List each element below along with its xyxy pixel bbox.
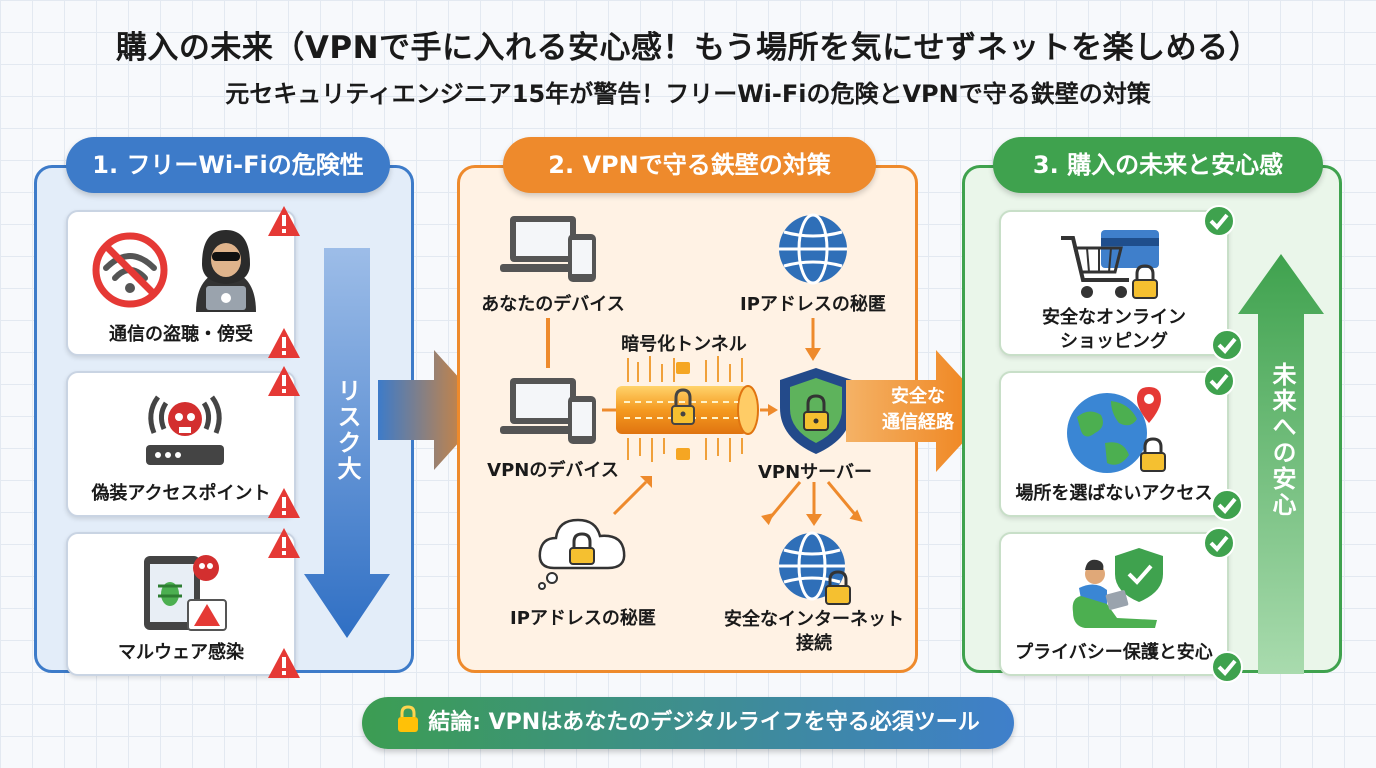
future-label: 未来への安心 — [1268, 362, 1296, 518]
card-label: 偽装アクセスポイント — [91, 483, 271, 504]
card-safe-shopping: 安全なオンライン ショッピング — [999, 210, 1229, 356]
warning-icon — [268, 488, 300, 518]
warning-icon — [268, 528, 300, 558]
globe-icon — [779, 213, 847, 285]
your-device-label: あなたのデバイス — [481, 294, 625, 315]
warning-icon — [268, 206, 300, 236]
globe-lock-icon — [779, 531, 851, 605]
danger-heading: 1. フリーWi-Fiの危険性 — [66, 137, 390, 193]
tunnel-label: 暗号化トンネル — [621, 334, 747, 355]
transition-arrow-2 — [846, 350, 992, 472]
risk-label: リスク大 — [333, 378, 361, 482]
branch-arrows — [761, 481, 863, 526]
card-label: 通信の盗聴・傍受 — [109, 324, 253, 345]
vpn-device-label: VPNのデバイス — [487, 460, 619, 481]
infected-tablet-icon — [144, 555, 227, 631]
no-wifi-icon — [92, 232, 168, 308]
page-title: 購入の未来（VPNで手に入れる安心感！もう場所を気にせずネットを楽しめる） — [115, 30, 1261, 66]
globe-pin-icon — [1067, 387, 1166, 473]
router-skull-icon — [146, 395, 224, 465]
card-eavesdropping: 通信の盗聴・傍受 — [66, 210, 296, 356]
warning-icon — [268, 648, 300, 678]
check-icon — [1203, 205, 1235, 237]
person-shield-icon — [1072, 548, 1163, 628]
vpn-heading: 2. VPNで守る鉄壁の対策 — [503, 137, 876, 193]
safe-route-label: 安全な 通信経路 — [882, 386, 954, 433]
check-icon — [1203, 365, 1235, 397]
padlock-icon — [671, 388, 695, 425]
ip-hidden-bottom-label: IPアドレスの秘匿 — [510, 608, 656, 629]
card-privacy: プライバシー保護と安心 — [999, 532, 1229, 676]
laptop-phone-icon — [500, 216, 596, 282]
check-icon — [1211, 651, 1243, 683]
check-icon — [1211, 489, 1243, 521]
vpn-shield-icon — [780, 368, 852, 454]
check-icon — [1211, 329, 1243, 361]
card-malware: マルウェア感染 — [66, 532, 296, 676]
card-access-anywhere: 場所を選ばないアクセス — [999, 371, 1229, 517]
ip-hidden-top-label: IPアドレスの秘匿 — [740, 294, 886, 315]
hacker-icon — [196, 230, 256, 312]
conclusion-banner: 結論: VPNはあなたのデジタルライフを守る必須ツール — [362, 697, 1014, 749]
future-heading: 3. 購入の未来と安心感 — [993, 137, 1323, 193]
card-label: プライバシー保護と安心 — [1015, 642, 1213, 663]
safe-internet-label: 安全なインターネット 接続 — [724, 609, 904, 654]
laptop-phone-icon — [500, 378, 596, 444]
down-arrow — [805, 318, 821, 361]
card-label: 安全なオンライン ショッピング — [1042, 307, 1186, 352]
check-icon — [1203, 527, 1235, 559]
vpn-server-label: VPNサーバー — [757, 462, 872, 483]
conclusion-text: 結論: VPNはあなたのデジタルライフを守る必須ツール — [428, 710, 980, 735]
card-label: マルウェア感染 — [118, 642, 244, 663]
connector-line — [546, 318, 550, 368]
cart-lock-icon — [1061, 230, 1159, 299]
cloud-lock-icon — [538, 518, 626, 590]
warning-icon — [268, 328, 300, 358]
encrypted-tunnel — [602, 356, 778, 462]
card-fake-access-point: 偽装アクセスポイント — [66, 371, 296, 517]
warning-icon — [268, 366, 300, 396]
risk-down-arrow — [304, 248, 390, 638]
diagonal-arrow — [612, 476, 652, 516]
card-label: 場所を選ばないアクセス — [1015, 483, 1213, 504]
page-subtitle: 元セキュリティエンジニア15年が警告！フリーWi-Fiの危険とVPNで守る鉄壁の… — [225, 80, 1151, 108]
padlock-icon — [398, 705, 419, 732]
future-up-arrow — [1238, 254, 1324, 674]
